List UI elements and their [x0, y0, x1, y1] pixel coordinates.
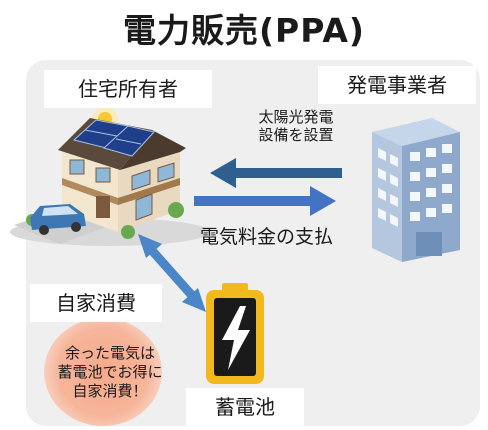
- surplus-note: 余った電気は 蓄電池でお得に 自家消費！: [30, 344, 190, 401]
- surplus-note-line: 余った電気は: [64, 344, 155, 362]
- car-icon: [30, 204, 86, 235]
- install-arrow: [210, 158, 342, 188]
- surplus-note-line: 蓄電池でお得に: [57, 363, 163, 381]
- payment-arrow: [194, 186, 336, 216]
- surplus-note-line: 自家消費！: [72, 382, 148, 400]
- battery-label: 蓄電池: [186, 388, 304, 426]
- install-caption-line: 太陽光発電: [258, 108, 334, 126]
- payment-caption: 電気料金の支払: [200, 226, 334, 248]
- install-caption: 太陽光発電 設備を設置: [236, 108, 356, 144]
- page-title: 電力販売(PPA): [122, 11, 366, 50]
- install-caption-line: 設備を設置: [258, 126, 334, 144]
- owner-label: 住宅所有者: [44, 70, 212, 108]
- battery-icon: [206, 283, 264, 384]
- battery-link-arrow: [138, 234, 206, 312]
- surplus-bubble: [44, 318, 162, 426]
- office-building-icon: [372, 118, 460, 262]
- house-illustration: [10, 118, 210, 246]
- self-consumption-label: 自家消費: [30, 284, 162, 322]
- operator-label: 発電事業者: [318, 66, 476, 104]
